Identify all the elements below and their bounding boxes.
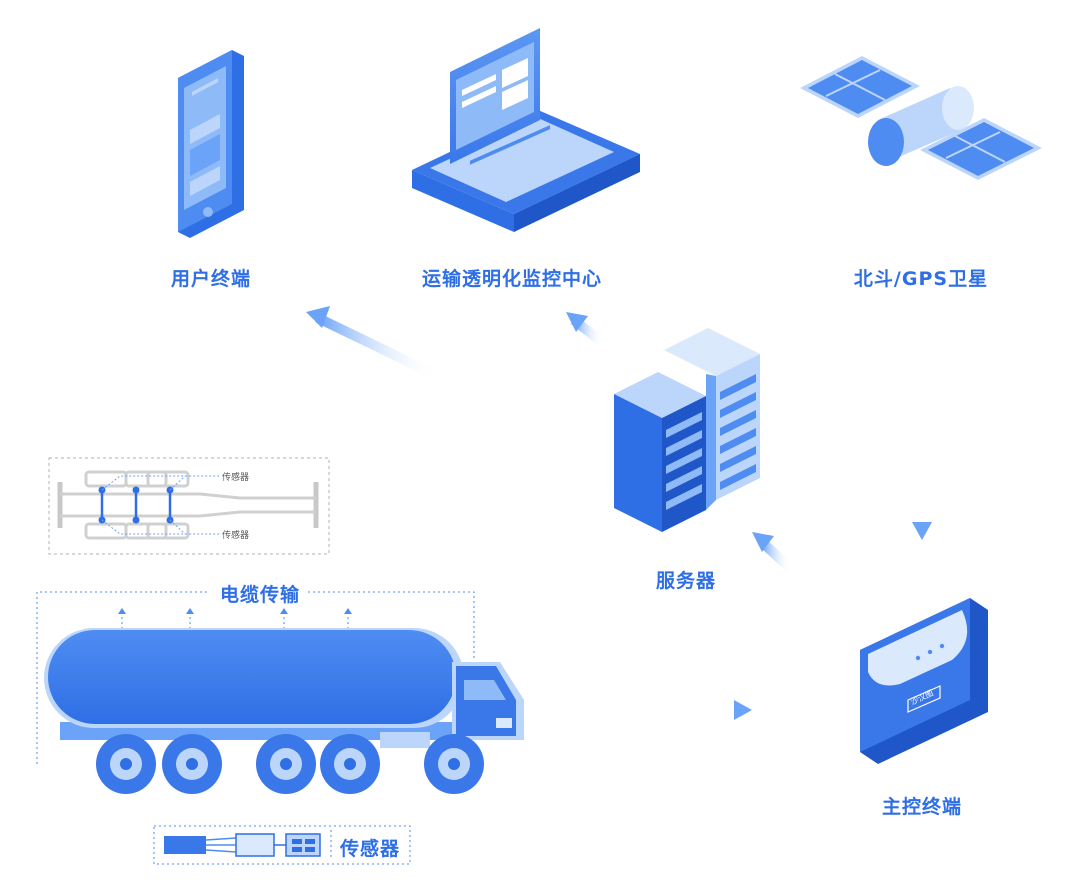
arrow-satellite-to-terminal: [912, 420, 932, 540]
label-sensor-bottom: 传感器: [222, 531, 250, 541]
label-cable: 电缆传输: [213, 580, 307, 607]
arrow-server-to-center: [566, 312, 606, 346]
arrow-terminal-to-server: [752, 532, 794, 572]
chassis-inset: [48, 457, 330, 555]
label-sensor-top: 传感器: [222, 473, 250, 483]
cable-arrowheads: [118, 608, 352, 614]
label-main-terminal: 主控终端: [881, 796, 963, 818]
phone-icon: [178, 50, 244, 238]
label-user-terminal: 用户终端: [170, 268, 252, 290]
main-terminal-device: [860, 598, 988, 764]
arrow-server-to-user: [306, 306, 441, 381]
label-monitor-center: 运输透明化监控中心: [421, 268, 603, 290]
tanker-truck-icon: [44, 628, 524, 748]
label-server: 服务器: [655, 570, 717, 592]
satellite-icon: [800, 56, 1042, 180]
sensor-legend: [153, 825, 411, 865]
laptop-icon: [412, 28, 640, 232]
label-sensor-legend: 传感器: [339, 838, 401, 860]
label-satellite: 北斗/GPS卫星: [853, 268, 989, 290]
arrow-truck-to-terminal: [622, 700, 752, 720]
cable-frame: [36, 591, 475, 764]
truck-wheels: [96, 734, 484, 794]
server-icon: [614, 328, 760, 532]
